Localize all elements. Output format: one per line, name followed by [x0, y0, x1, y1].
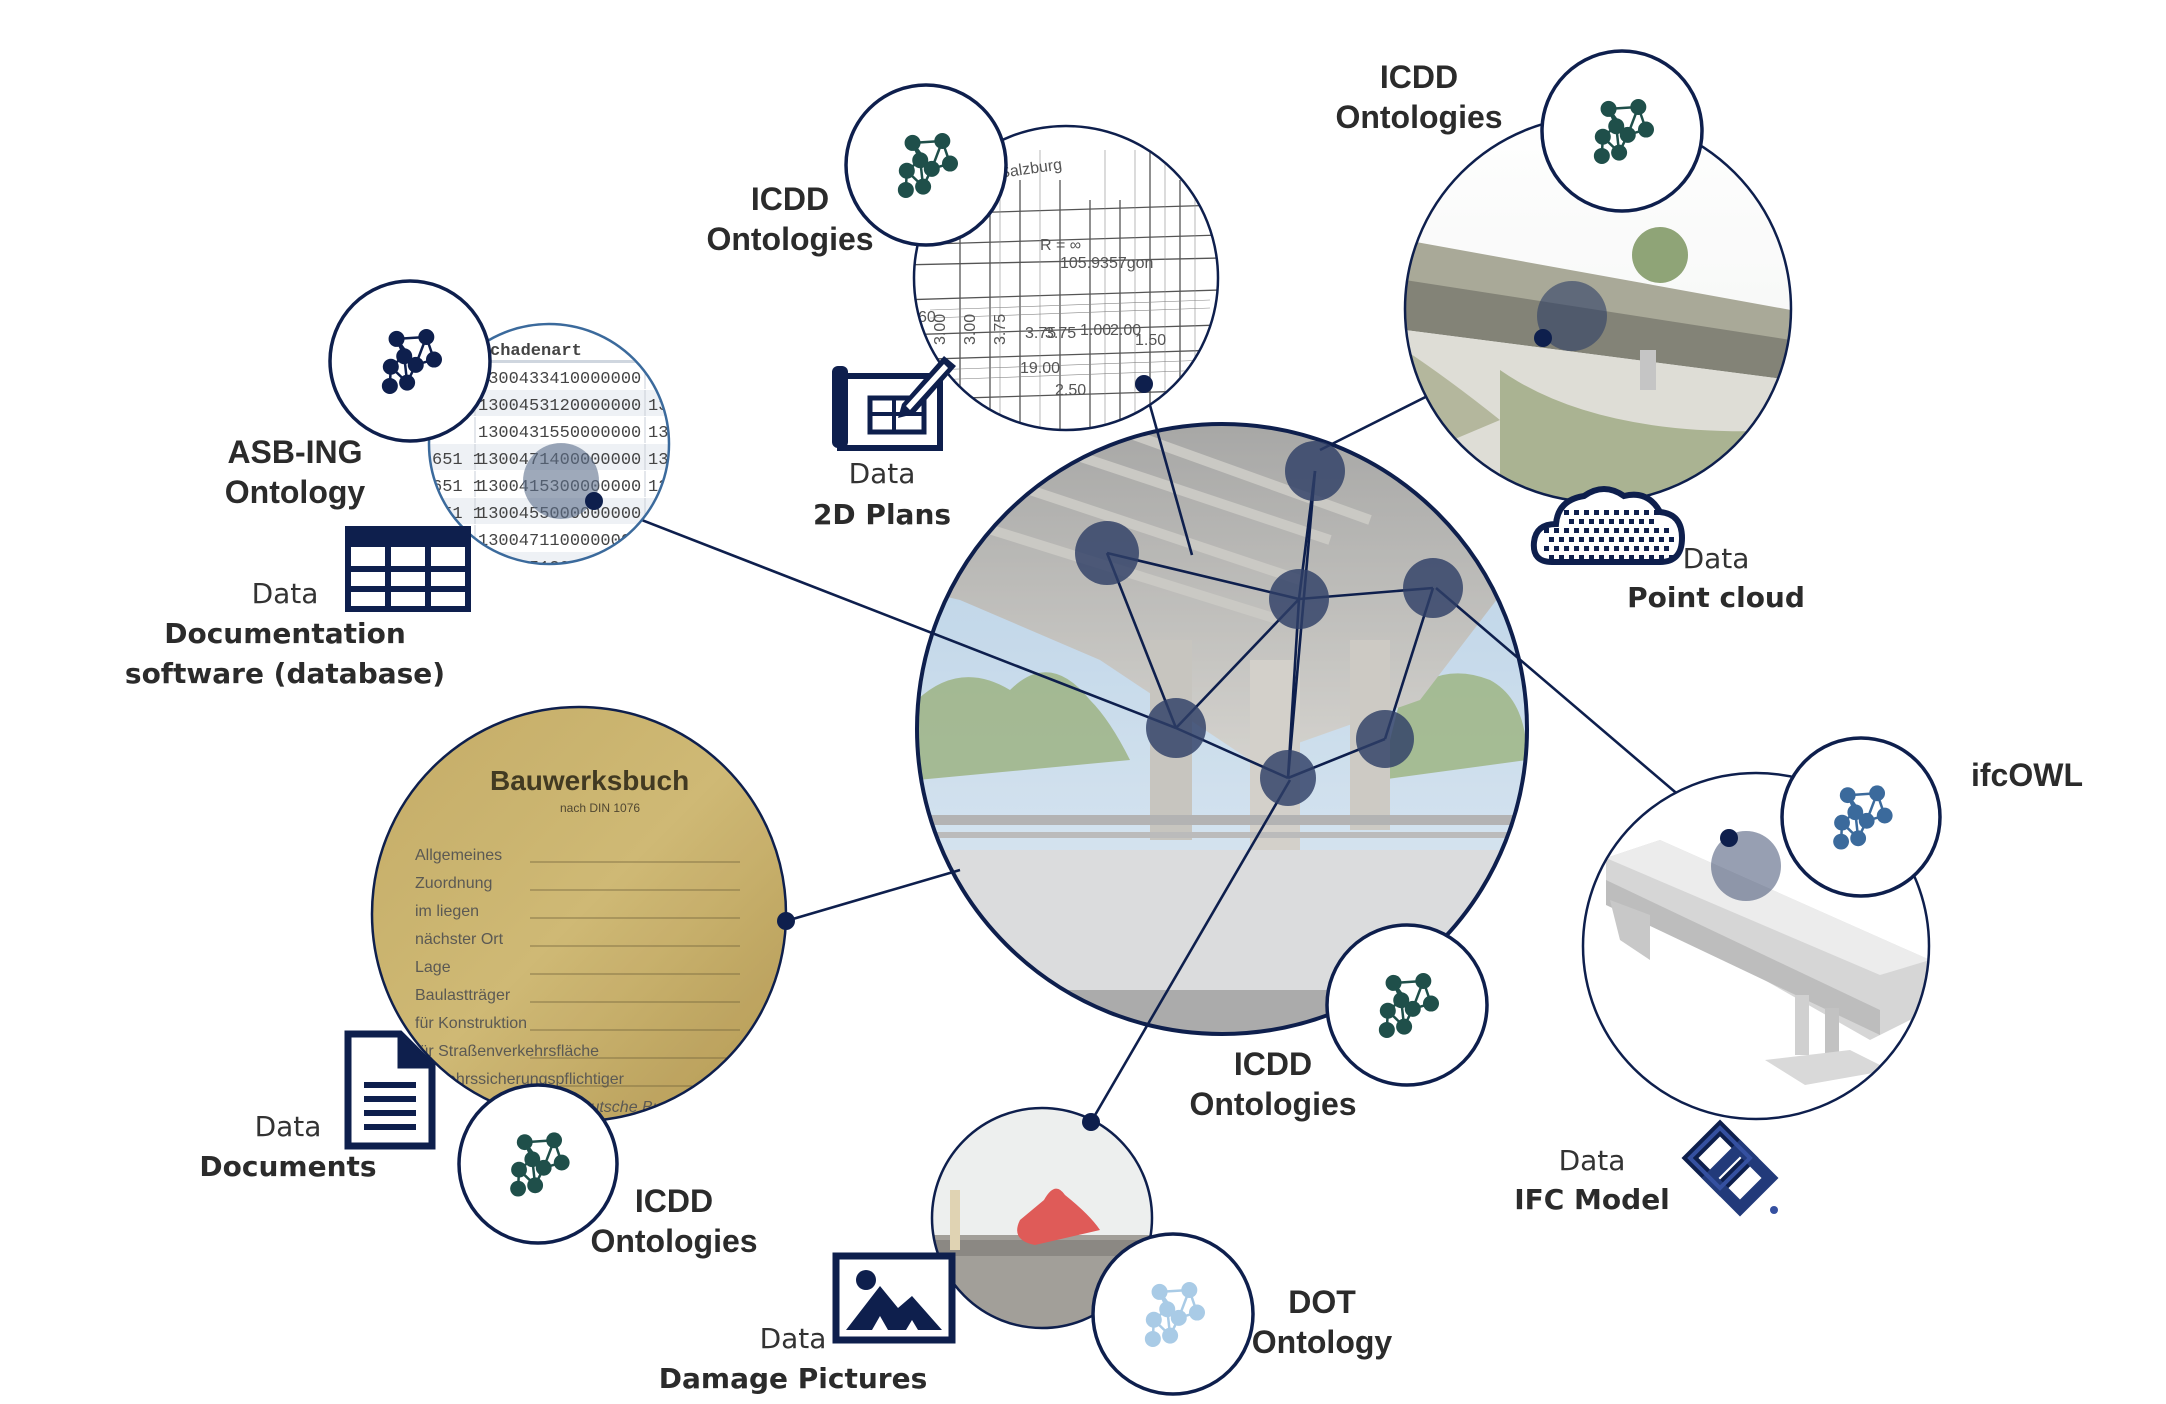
- graph-node: [1146, 698, 1206, 758]
- data-label-line: software (database): [125, 657, 445, 690]
- graph-node: [1285, 441, 1345, 501]
- ontology-label-line: ICDD: [635, 1183, 713, 1219]
- ontology-label-line: Ontologies: [1189, 1086, 1356, 1122]
- ontology-network-icon: [330, 281, 490, 441]
- table-cell: 13(: [648, 451, 679, 470]
- table-icon: [348, 529, 468, 609]
- graph-node: [1356, 710, 1414, 768]
- data-prefix: Data: [255, 1110, 322, 1143]
- ontology-network-icon: [1542, 51, 1702, 211]
- plan-annotation: 3.75: [992, 314, 1009, 345]
- ontology-label-line: ifcOWL: [1971, 757, 2083, 793]
- table-cell: 13: [648, 424, 668, 443]
- ontology-label-line: ICDD: [751, 181, 829, 217]
- ontology-network-icon: [1093, 1234, 1253, 1394]
- table-cell: 1300433410000000: [478, 370, 641, 389]
- data-prefix: Data: [760, 1322, 827, 1355]
- graph-node: [1260, 750, 1316, 806]
- data-label-line: Documents: [199, 1150, 376, 1183]
- ontology-label-line: Ontologies: [706, 221, 873, 257]
- ontology-label-line: DOT: [1288, 1284, 1356, 1320]
- data-prefix: Data: [1683, 542, 1750, 575]
- plan-annotation: 3.00: [962, 314, 979, 345]
- ontology-network-icon: [1782, 738, 1940, 896]
- data-label-line: 2D Plans: [813, 498, 951, 531]
- data-prefix: Data: [252, 577, 319, 610]
- ontology-label-line: Ontology: [1252, 1324, 1393, 1360]
- cloud-points-icon: [1534, 489, 1682, 562]
- ontology-label-line: Ontologies: [1335, 99, 1502, 135]
- table-cell: 1300451200000000: [478, 559, 641, 578]
- data-label-line: Point cloud: [1627, 581, 1805, 614]
- ontology-network-icon: [1327, 925, 1487, 1085]
- document-icon: [348, 1034, 432, 1146]
- plan-annotation: 1.00: [1080, 322, 1111, 339]
- table-cell: 651 1: [432, 451, 483, 470]
- ontology-label-line: ICDD: [1234, 1046, 1312, 1082]
- table-cell: 1300453120000000: [478, 397, 641, 416]
- data-label-line: Damage Pictures: [659, 1362, 928, 1395]
- ifc-logo-icon: [1690, 1128, 1778, 1214]
- plan-annotation: 2.50: [1055, 382, 1086, 399]
- data-label-line: Documentation: [164, 617, 406, 650]
- ontology-label-line: ICDD: [1380, 59, 1458, 95]
- ontology-label-line: Ontology: [225, 474, 366, 510]
- image-icon: [836, 1256, 952, 1340]
- ontology-label-line: ASB-ING: [227, 434, 362, 470]
- plan-annotation: 1.50: [1135, 332, 1166, 349]
- blueprint-pencil-icon: [832, 356, 956, 448]
- ontology-label-line: Ontologies: [590, 1223, 757, 1259]
- table-cell: 1300471100000: [478, 586, 611, 605]
- data-prefix: Data: [1559, 1144, 1626, 1177]
- table-header: chadenart: [490, 342, 582, 361]
- plan-annotation: R = ∞: [1040, 237, 1081, 254]
- table-cell: 1300431550000000: [478, 424, 641, 443]
- plan-annotation: 105.9357gon: [1060, 255, 1153, 272]
- ontology-network-icon: [459, 1085, 617, 1243]
- table-cell: 1300471100000000: [478, 532, 641, 551]
- graph-node: [1403, 558, 1463, 618]
- plan-annotation: 3.75: [1045, 325, 1076, 342]
- plan-annotation: 19.00: [1020, 360, 1060, 377]
- graph-node: [1075, 521, 1139, 585]
- data-prefix: Data: [849, 457, 916, 490]
- data-label-line: IFC Model: [1514, 1183, 1670, 1216]
- graph-node: [1269, 569, 1329, 629]
